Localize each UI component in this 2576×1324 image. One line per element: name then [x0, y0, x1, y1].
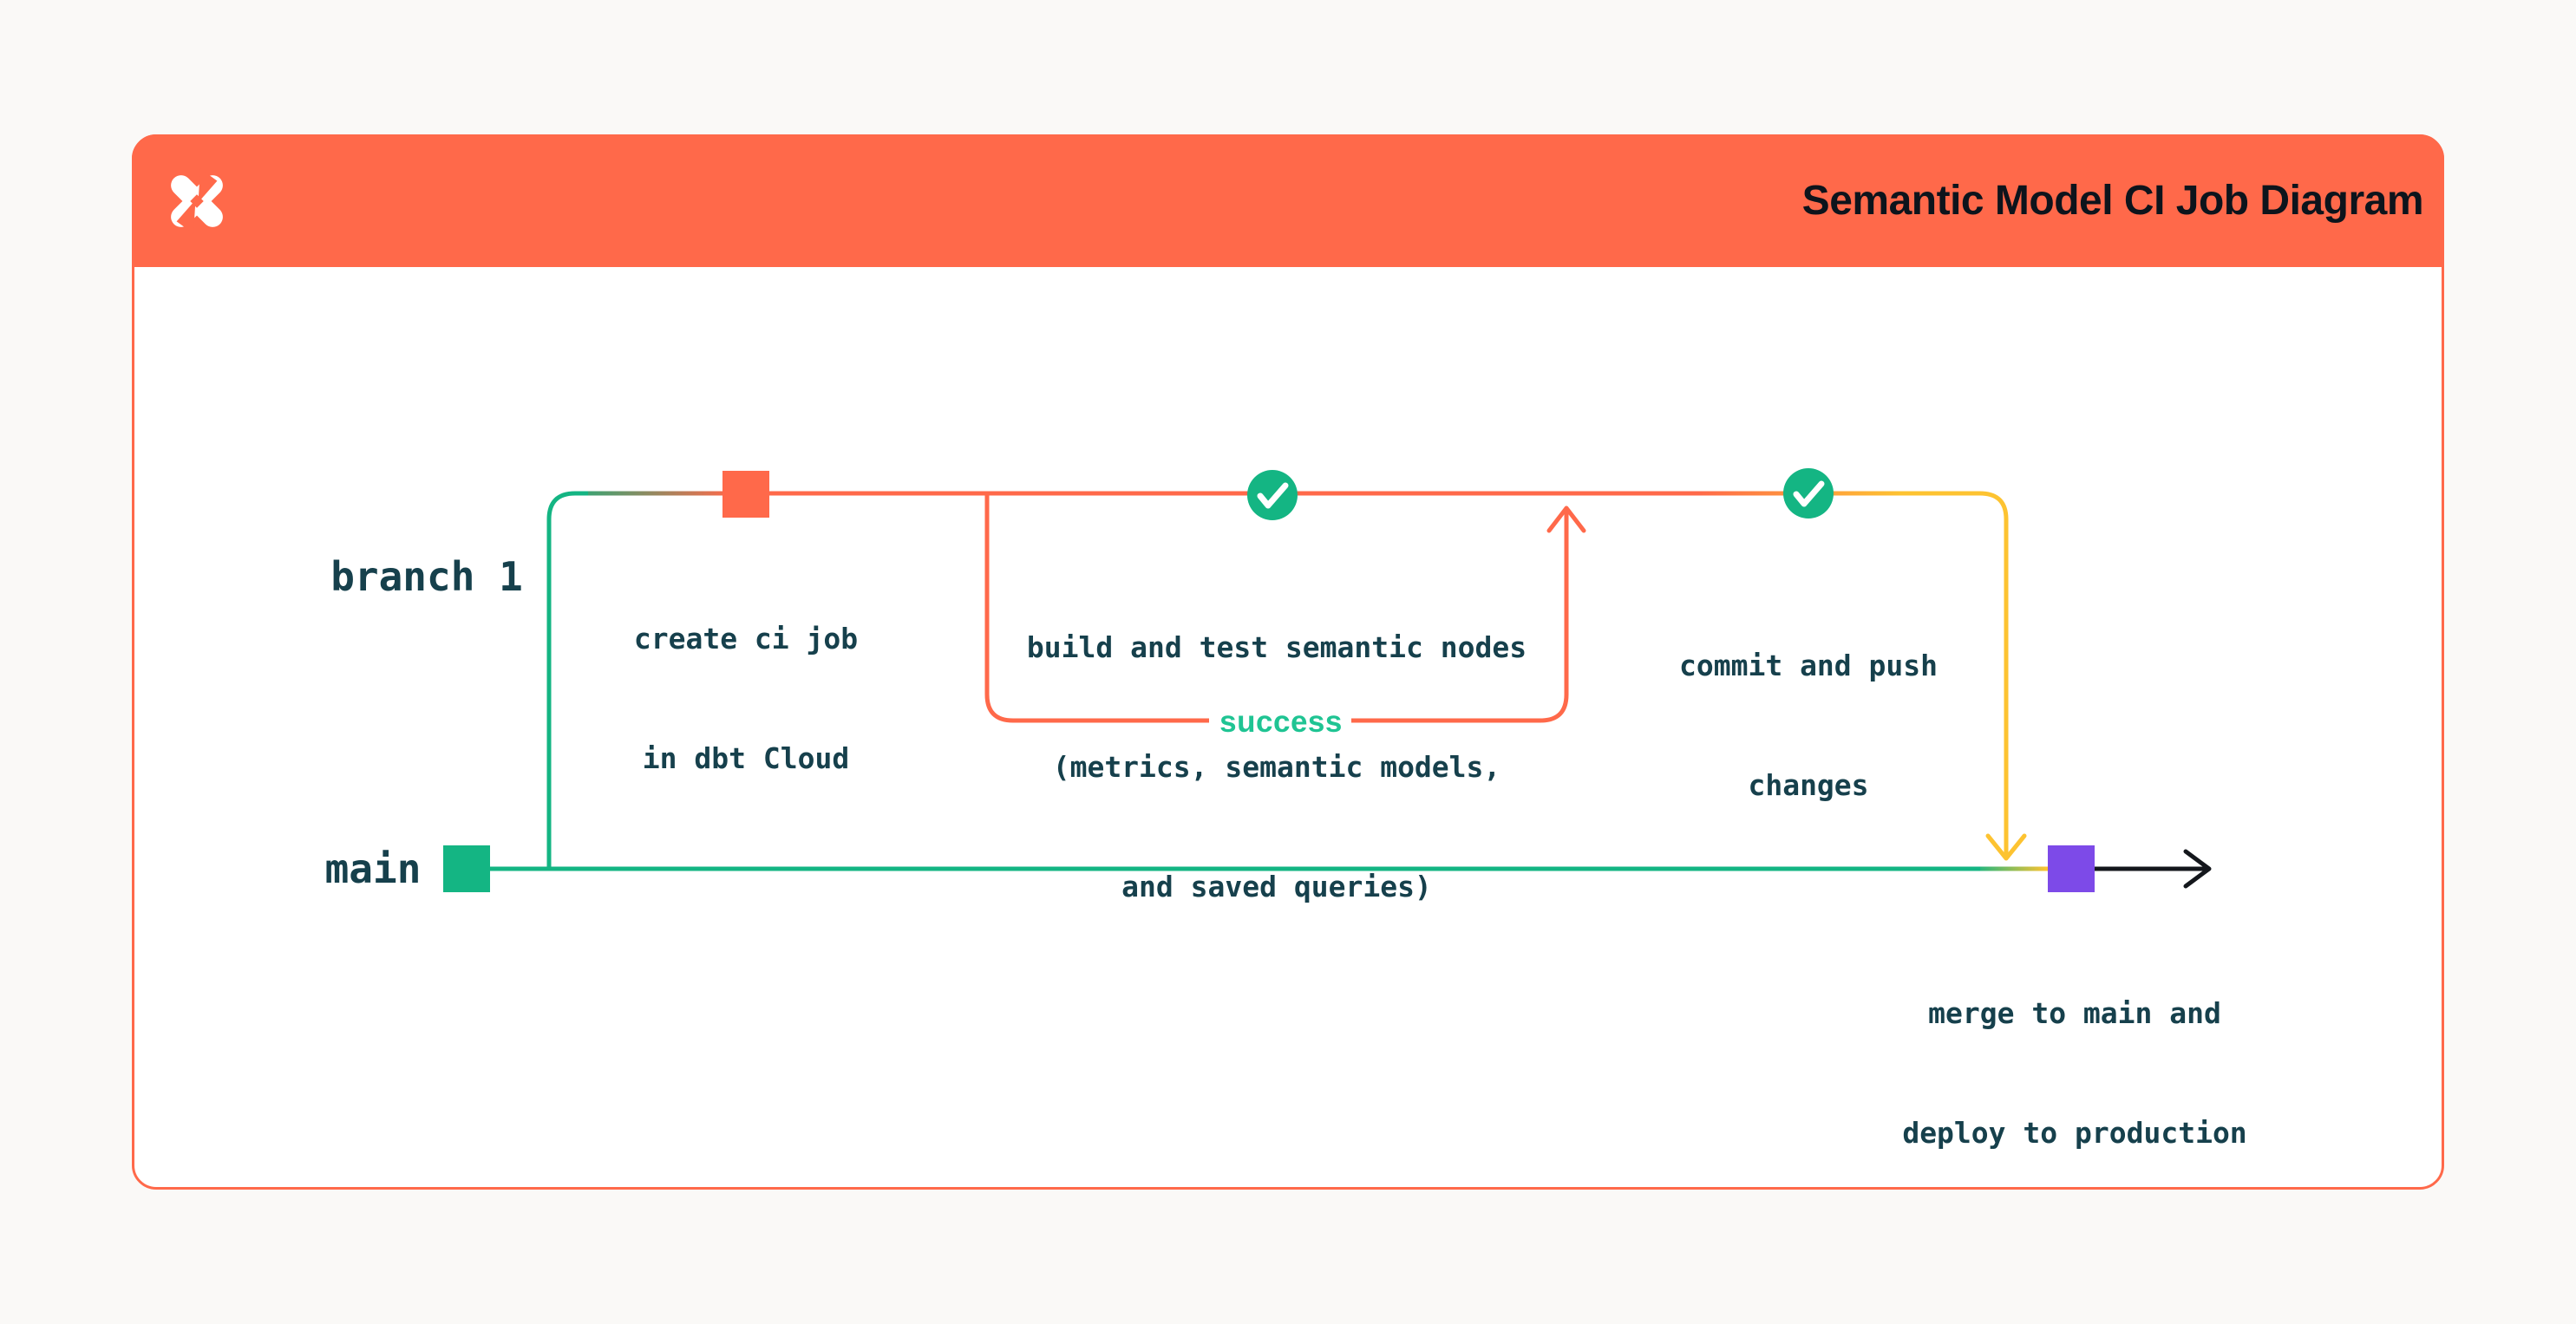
- branch-merge-line: [1899, 491, 2009, 855]
- merge-to-main-text: merge to main and deploy to production: [1902, 996, 2247, 1150]
- branch-line-start: [546, 491, 590, 869]
- arrow-down-icon: [1985, 833, 2027, 861]
- create-ci-job-text: create ci job in dbt Cloud: [633, 622, 859, 775]
- check-circle-icon: [1247, 470, 1298, 520]
- loop-box-right: [1351, 508, 1569, 723]
- main-label: main: [324, 845, 422, 892]
- branch-1-label: branch 1: [330, 553, 523, 600]
- loop-box-left: [984, 493, 1209, 723]
- build-and-test-text: build and test semantic nodes (metrics, …: [1026, 630, 1527, 903]
- merge-commit-square: [2048, 845, 2095, 892]
- card-header: Semantic Model CI Job Diagram: [132, 134, 2444, 267]
- create-ci-commit-square: [722, 471, 769, 518]
- check-circle-icon: [1783, 468, 1834, 519]
- diagram-card: Semantic Model CI Job Diagram: [132, 134, 2444, 1190]
- commit-and-push-text: commit and push changes: [1678, 649, 1939, 802]
- success-label: success: [1219, 705, 1343, 739]
- arrow-up-icon: [1546, 505, 1586, 533]
- main-commit-square: [443, 845, 490, 892]
- dbt-logo-icon: [171, 168, 223, 233]
- page-title: Semantic Model CI Job Diagram: [1801, 178, 2424, 224]
- arrow-right-icon: [2183, 849, 2212, 889]
